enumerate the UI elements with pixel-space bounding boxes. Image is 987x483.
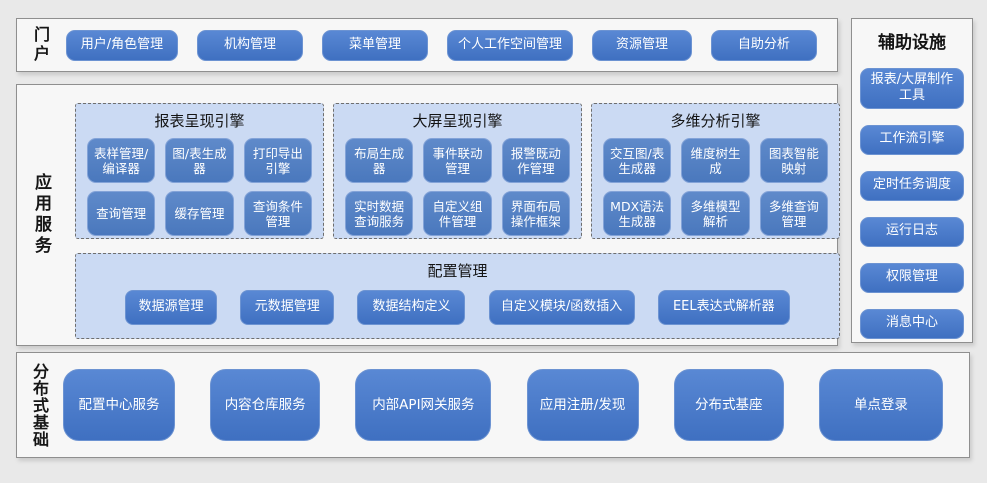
report-engine-item-style-mgmt[interactable]: 表样管理/编译器	[87, 138, 156, 183]
portal-button-self-analysis[interactable]: 自助分析	[710, 29, 817, 61]
dashboard-engine-item-custom-component[interactable]: 自定义组件管理	[423, 191, 492, 236]
aux-button-task-scheduler[interactable]: 定时任务调度	[860, 170, 964, 201]
app-services-section-label: 应用服务	[31, 173, 51, 257]
config-button-row: 数据源管理 元数据管理 数据结构定义 自定义模块/函数插入 EEL表达式解析器	[76, 290, 839, 325]
aux-button-workflow-engine[interactable]: 工作流引擎	[860, 124, 964, 155]
app-services-section: 应用服务 报表呈现引擎 表样管理/编译器 图/表生成器 打印导出引擎 查询管理 …	[16, 84, 840, 346]
config-item-custom-module-function[interactable]: 自定义模块/函数插入	[488, 290, 635, 325]
olap-engine-item-interactive-chart[interactable]: 交互图/表生成器	[603, 138, 672, 183]
panel-report-engine-title: 报表呈现引擎	[154, 112, 245, 130]
dashboard-engine-item-layout-generator[interactable]: 布局生成器	[345, 138, 414, 183]
panel-dashboard-engine: 大屏呈现引擎 布局生成器 事件联动管理 报警既动作管理 实时数据查询服务 自定义…	[333, 103, 582, 239]
aux-button-run-log[interactable]: 运行日志	[860, 216, 964, 247]
panel-olap-engine-title: 多维分析引擎	[670, 112, 761, 130]
report-engine-item-query-mgmt[interactable]: 查询管理	[87, 191, 156, 236]
auxiliary-section: 辅助设施 报表/大屏制作工具 工作流引擎 定时任务调度 运行日志 权限管理 消息…	[851, 18, 973, 343]
distributed-base-section: 分布式基础 配置中心服务 内容仓库服务 内部API网关服务 应用注册/发现 分布…	[16, 352, 970, 458]
portal-section: 门户 用户/角色管理 机构管理 菜单管理 个人工作空间管理 资源管理 自助分析	[16, 18, 838, 72]
report-engine-item-query-condition-mgmt[interactable]: 查询条件管理	[243, 191, 312, 236]
dist-button-distributed-base[interactable]: 分布式基座	[673, 369, 784, 441]
engine-panels: 报表呈现引擎 表样管理/编译器 图/表生成器 打印导出引擎 查询管理 缓存管理 …	[75, 103, 840, 239]
portal-button-resource-mgmt[interactable]: 资源管理	[591, 29, 692, 61]
portal-section-label: 门户	[31, 26, 50, 64]
config-item-eel-parser[interactable]: EEL表达式解析器	[657, 290, 790, 325]
config-item-datasource-mgmt[interactable]: 数据源管理	[125, 290, 218, 325]
portal-button-row: 用户/角色管理 机构管理 菜单管理 个人工作空间管理 资源管理 自助分析	[54, 29, 837, 61]
report-engine-item-print-export[interactable]: 打印导出引擎	[243, 138, 312, 183]
dist-button-sso[interactable]: 单点登录	[818, 369, 943, 441]
distributed-button-row: 配置中心服务 内容仓库服务 内部API网关服务 应用注册/发现 分布式基座 单点…	[49, 369, 969, 441]
olap-engine-item-model-parsing[interactable]: 多维模型解析	[681, 191, 750, 236]
olap-engine-item-smart-mapping[interactable]: 图表智能映射	[759, 138, 828, 183]
dist-button-config-center[interactable]: 配置中心服务	[63, 369, 175, 441]
panel-olap-engine: 多维分析引擎 交互图/表生成器 维度树生成 图表智能映射 MDX语法生成器 多维…	[591, 103, 840, 239]
dashboard-engine-item-realtime-query[interactable]: 实时数据查询服务	[345, 191, 414, 236]
dist-button-content-repo[interactable]: 内容仓库服务	[210, 369, 321, 441]
dashboard-engine-item-event-linkage[interactable]: 事件联动管理	[423, 138, 492, 183]
olap-engine-item-dimension-tree[interactable]: 维度树生成	[681, 138, 750, 183]
dist-button-app-registry[interactable]: 应用注册/发现	[526, 369, 639, 441]
auxiliary-section-label: 辅助设施	[878, 33, 946, 53]
portal-button-user-role-mgmt[interactable]: 用户/角色管理	[66, 29, 178, 61]
panel-dashboard-engine-title: 大屏呈现引擎	[412, 112, 503, 130]
report-engine-item-cache-mgmt[interactable]: 缓存管理	[165, 191, 234, 236]
olap-engine-item-query-mgmt[interactable]: 多维查询管理	[759, 191, 828, 236]
panel-report-engine: 报表呈现引擎 表样管理/编译器 图/表生成器 打印导出引擎 查询管理 缓存管理 …	[75, 103, 324, 239]
config-item-metadata-mgmt[interactable]: 元数据管理	[240, 290, 335, 325]
portal-button-org-mgmt[interactable]: 机构管理	[196, 29, 303, 61]
portal-button-workspace-mgmt[interactable]: 个人工作空间管理	[446, 29, 573, 61]
panel-report-engine-grid: 表样管理/编译器 图/表生成器 打印导出引擎 查询管理 缓存管理 查询条件管理	[76, 131, 323, 236]
aux-button-report-dashboard-tool[interactable]: 报表/大屏制作工具	[860, 68, 964, 109]
aux-button-permission-mgmt[interactable]: 权限管理	[860, 262, 964, 293]
report-engine-item-chart-generator[interactable]: 图/表生成器	[165, 138, 234, 183]
dist-button-api-gateway[interactable]: 内部API网关服务	[355, 369, 492, 441]
olap-engine-item-mdx-generator[interactable]: MDX语法生成器	[603, 191, 672, 236]
portal-button-menu-mgmt[interactable]: 菜单管理	[321, 29, 428, 61]
panel-config-mgmt-title: 配置管理	[427, 262, 488, 280]
aux-button-message-center[interactable]: 消息中心	[860, 308, 964, 339]
dashboard-engine-item-layout-framework[interactable]: 界面布局操作框架	[501, 191, 570, 236]
distributed-base-section-label: 分布式基础	[30, 362, 49, 448]
config-item-data-structure[interactable]: 数据结构定义	[357, 290, 466, 325]
panel-olap-engine-grid: 交互图/表生成器 维度树生成 图表智能映射 MDX语法生成器 多维模型解析 多维…	[592, 131, 839, 236]
panel-dashboard-engine-grid: 布局生成器 事件联动管理 报警既动作管理 实时数据查询服务 自定义组件管理 界面…	[334, 131, 581, 236]
dashboard-engine-item-alarm-action[interactable]: 报警既动作管理	[501, 138, 570, 183]
panel-config-mgmt: 配置管理 数据源管理 元数据管理 数据结构定义 自定义模块/函数插入 EEL表达…	[75, 253, 840, 339]
auxiliary-button-column: 报表/大屏制作工具 工作流引擎 定时任务调度 运行日志 权限管理 消息中心	[852, 68, 972, 339]
